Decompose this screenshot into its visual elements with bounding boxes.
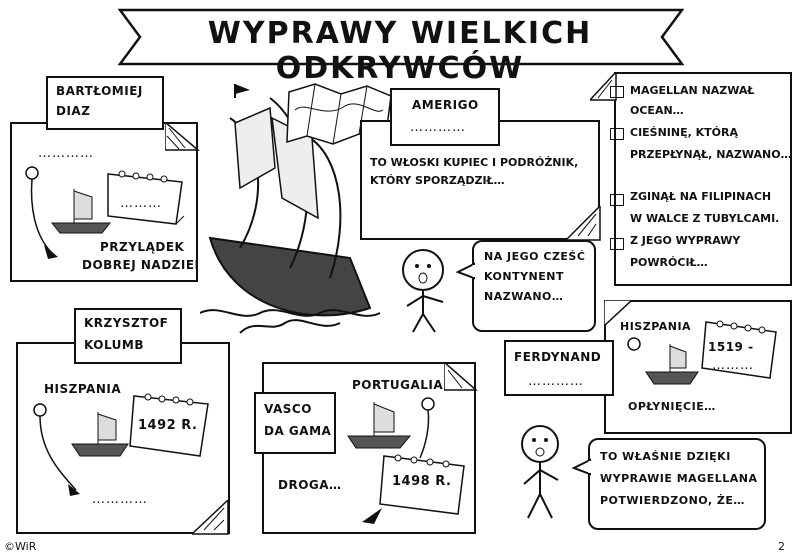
diaz-name-label xyxy=(46,76,164,130)
amerigo-speech-bubble xyxy=(472,240,596,332)
diaz-blank: ………… xyxy=(38,146,94,161)
page-fold-icon xyxy=(566,206,601,241)
diaz-calendar xyxy=(106,168,186,232)
bullet-icon xyxy=(610,238,624,250)
ferdynand-year: 1519 - xyxy=(708,340,754,354)
ferdynand-blank: ………… xyxy=(528,374,584,389)
diaz-name-line2: DIAZ xyxy=(56,104,91,118)
amerigo-bubble-line1: NA JEGO CZEŚĆ xyxy=(484,250,586,263)
title-banner xyxy=(117,4,685,70)
arrowhead-icon xyxy=(362,508,382,524)
kolumb-name-label xyxy=(74,308,182,364)
ferdynand-name: FERDYNAND xyxy=(514,350,602,364)
diaz-route-arrow-icon xyxy=(25,166,112,259)
bubble-tail-icon xyxy=(572,458,592,476)
diaz-name-line1: BARTŁOMIEJ xyxy=(56,84,143,98)
bullet-icon xyxy=(610,86,624,98)
ferdynand-country: HISZPANIA xyxy=(620,320,692,333)
magellan-facts-card xyxy=(614,72,792,286)
stick-figure-icon xyxy=(402,249,444,333)
amerigo-desc-line1: TO WŁOSKI KUPIEC I PODRÓŻNIK, xyxy=(370,156,579,169)
page-fold-icon xyxy=(604,300,634,328)
gama-route: DROGA… xyxy=(278,478,342,492)
fact3-line2: W WALCE Z TUBYLCAMI. xyxy=(630,212,780,225)
fact2-line2: PRZEPŁYNĄŁ, NAZWANO… xyxy=(630,148,792,161)
kolumb-blank: ………… xyxy=(92,492,148,507)
amerigo-name: AMERIGO xyxy=(412,98,479,112)
fact1-line2: OCEAN… xyxy=(630,104,684,117)
gama-country: PORTUGALIA xyxy=(352,378,444,392)
bubble-tail-icon xyxy=(456,262,476,280)
fact2-line1: CIEŚNINĘ, KTÓRĄ xyxy=(630,126,738,139)
amerigo-desc-line2: KTÓRY SPORZĄDZIŁ… xyxy=(370,174,505,187)
page-fold-icon xyxy=(192,500,229,535)
gama-calendar xyxy=(378,452,468,524)
ferdynand-circumnavigation: OPŁYNIĘCIE… xyxy=(628,400,716,413)
banner-ribbon-icon xyxy=(117,8,685,66)
kolumb-calendar xyxy=(128,392,212,466)
amerigo-bubble-line2: KONTYNENT xyxy=(484,270,564,283)
diaz-calendar-blank: ……… xyxy=(120,196,162,211)
ferdynand-bubble-line1: TO WŁAŚNIE DZIĘKI xyxy=(600,450,731,463)
ship-icon xyxy=(627,337,699,385)
amerigo-name-label xyxy=(390,88,500,146)
page-number: 2 xyxy=(778,540,785,553)
fact4-line2: POWRÓCIŁ… xyxy=(630,256,708,269)
gama-name-line2: DA GAMA xyxy=(264,424,332,438)
ferdynand-speech-bubble xyxy=(588,438,766,530)
gama-name-line1: VASCO xyxy=(264,402,312,416)
gama-year: 1498 R. xyxy=(392,474,452,489)
bullet-icon xyxy=(610,128,624,140)
ferdynand-calendar xyxy=(700,318,780,388)
amerigo-blank: ………… xyxy=(410,120,466,135)
diaz-cape-line1: PRZYLĄDEK xyxy=(100,240,185,254)
stick-figure-icon xyxy=(521,425,559,519)
fact3-line1: ZGINĄŁ NA FILIPINACH xyxy=(630,190,772,203)
ferdynand-year-blank: ……… xyxy=(712,358,754,373)
diaz-cape-line2: DOBREJ NADZIEI xyxy=(82,258,200,272)
ferdynand-bubble-line2: WYPRAWIE MAGELLANA xyxy=(600,472,758,485)
gama-name-label xyxy=(254,392,336,454)
kolumb-name-line1: KRZYSZTOF xyxy=(84,316,169,330)
amerigo-bubble-line3: NAZWANO… xyxy=(484,290,564,303)
page-title: WYPRAWY WIELKICH ODKRYWCÓW xyxy=(207,16,593,86)
bullet-icon xyxy=(610,194,624,206)
kolumb-year: 1492 R. xyxy=(138,418,198,433)
ship-icon xyxy=(347,397,435,459)
page-fold-icon xyxy=(165,122,200,151)
ferdynand-name-label xyxy=(504,340,614,396)
copyright-text: ©WiR xyxy=(4,540,37,553)
page-fold-icon xyxy=(444,362,478,391)
fact1-line1: MAGELLAN NAZWAŁ xyxy=(630,84,755,97)
ferdynand-bubble-line3: POTWIERDZONO, ŻE… xyxy=(600,494,745,507)
fact4-line1: Z JEGO WYPRAWY xyxy=(630,234,741,247)
kolumb-route-arrow-icon xyxy=(33,403,129,496)
kolumb-name-line2: KOLUMB xyxy=(84,338,145,352)
kolumb-country: HISZPANIA xyxy=(44,382,122,396)
